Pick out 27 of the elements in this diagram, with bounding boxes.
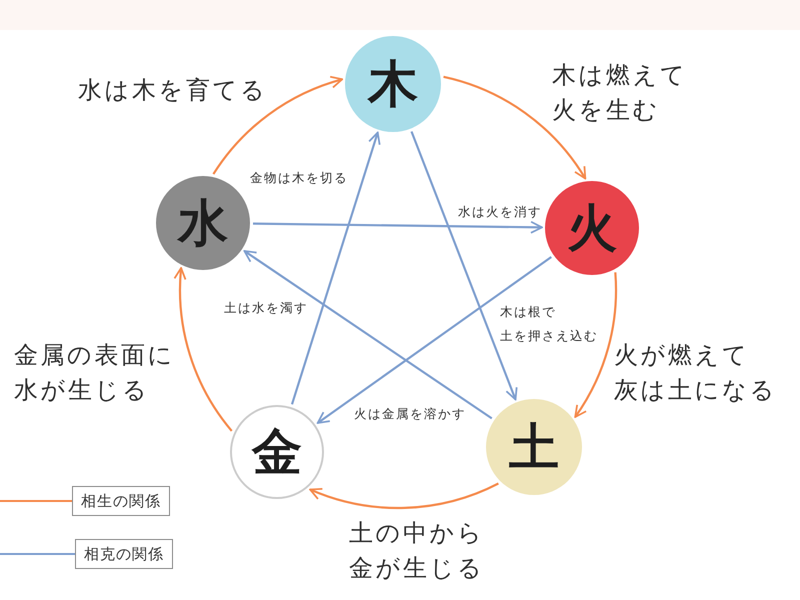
kanji-circle: 木 — [345, 36, 441, 132]
legend-label: 相克の関係 — [75, 539, 173, 569]
edge-label: 金物は木を切る — [250, 169, 348, 187]
arrow — [410, 131, 518, 400]
edge-label: 土は水を濁す — [224, 299, 308, 317]
kanji-circle: 金 — [230, 405, 324, 499]
curved-arrow — [309, 482, 499, 509]
curved-arrow — [443, 76, 586, 180]
edge-label: 木は燃えて火を生む — [552, 60, 688, 126]
edge-label: 火が燃えて灰は土になる — [614, 340, 777, 406]
edge-label: 水は火を消す — [458, 203, 542, 221]
curved-arrow — [212, 76, 344, 175]
edge-label: 金属の表面に水が生じる — [14, 340, 175, 406]
legend-label: 相生の関係 — [72, 486, 170, 516]
arrow — [316, 256, 552, 424]
arrow — [290, 132, 381, 405]
edge-label: 木は根で土を押さえ込む — [500, 303, 598, 345]
curved-arrow — [174, 267, 233, 432]
curved-arrow — [574, 272, 617, 418]
arrow — [244, 250, 492, 420]
edge-label: 火は金属を溶かす — [354, 405, 466, 423]
kanji-circle: 土 — [486, 399, 582, 495]
edge-label: 水は木を育てる — [78, 75, 268, 106]
kanji-circle: 水 — [156, 176, 250, 270]
arrow — [252, 220, 543, 234]
kanji-circle: 火 — [545, 181, 639, 275]
edge-label: 土の中から金が生じる — [349, 518, 484, 584]
